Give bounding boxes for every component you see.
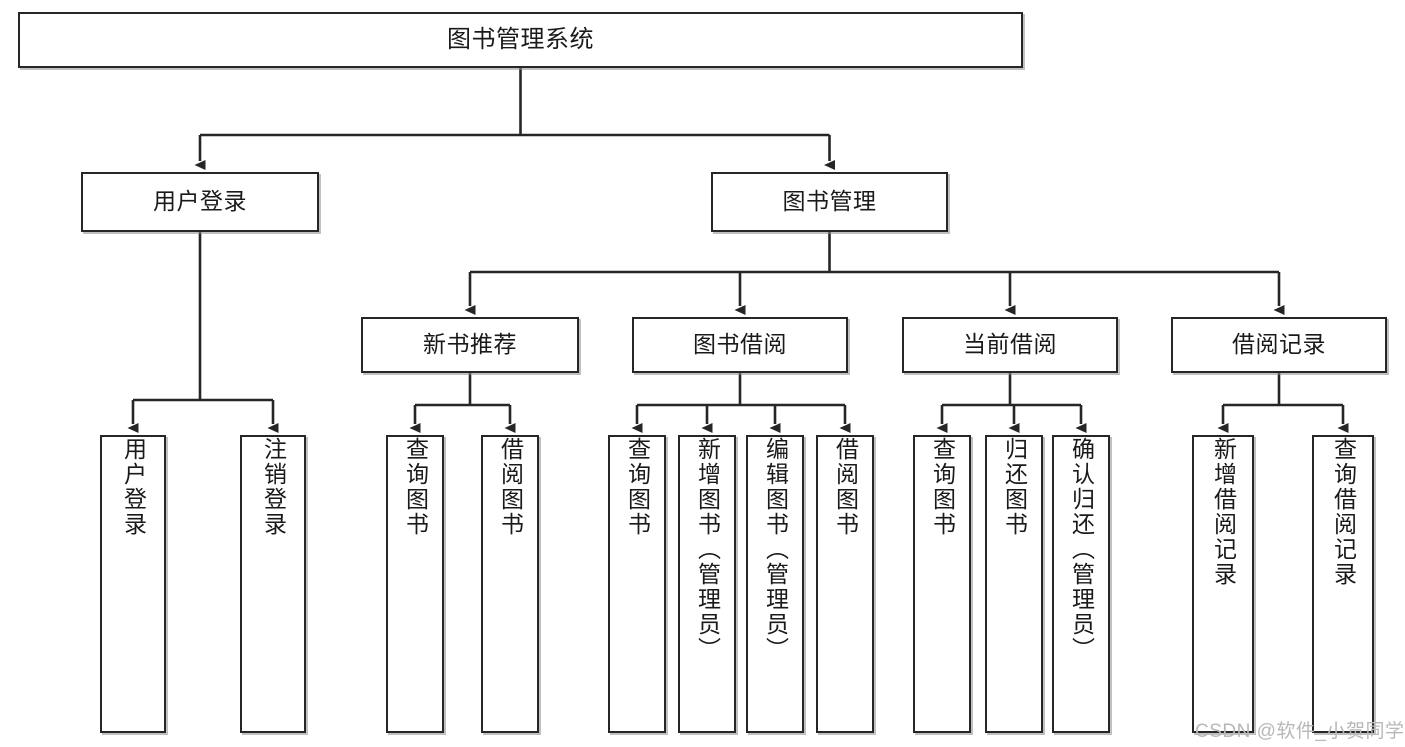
node-label-root: 图书管理系统 bbox=[447, 25, 594, 53]
node-leaf-add-book-admin[interactable]: 新增图书（管理员） bbox=[678, 435, 736, 733]
node-label-book-borrow: 图书借阅 bbox=[693, 331, 787, 358]
node-leaf-return-book[interactable]: 归还图书 bbox=[985, 435, 1043, 733]
node-label-leaf-query-book-current: 查询图书 bbox=[929, 437, 956, 537]
node-leaf-query-book-current[interactable]: 查询图书 bbox=[913, 435, 971, 733]
node-leaf-query-book-borrow[interactable]: 查询图书 bbox=[608, 435, 666, 733]
node-leaf-user-login[interactable]: 用户登录 bbox=[100, 435, 166, 733]
node-label-leaf-add-book-admin: 新增图书（管理员） bbox=[694, 437, 721, 662]
node-book-management[interactable]: 图书管理 bbox=[711, 172, 948, 232]
node-label-leaf-query-book-recommend: 查询图书 bbox=[402, 437, 429, 537]
node-book-borrow[interactable]: 图书借阅 bbox=[632, 317, 848, 373]
node-leaf-edit-book-admin[interactable]: 编辑图书（管理员） bbox=[746, 435, 804, 733]
node-borrow-records[interactable]: 借阅记录 bbox=[1171, 317, 1387, 373]
node-label-leaf-edit-book-admin: 编辑图书（管理员） bbox=[762, 437, 789, 662]
node-label-borrow-records: 借阅记录 bbox=[1232, 331, 1326, 358]
node-label-current-borrow: 当前借阅 bbox=[963, 331, 1057, 358]
node-current-borrow[interactable]: 当前借阅 bbox=[902, 317, 1118, 373]
node-leaf-confirm-return-admin[interactable]: 确认归还（管理员） bbox=[1052, 435, 1110, 733]
node-leaf-borrow-book-recommend[interactable]: 借阅图书 bbox=[481, 435, 539, 733]
node-root[interactable]: 图书管理系统 bbox=[18, 12, 1023, 68]
node-label-user-login: 用户登录 bbox=[153, 188, 247, 215]
node-leaf-add-borrow-record[interactable]: 新增借阅记录 bbox=[1192, 435, 1254, 733]
node-label-new-book-recommend: 新书推荐 bbox=[423, 331, 517, 358]
node-label-leaf-query-book-borrow: 查询图书 bbox=[624, 437, 651, 537]
node-new-book-recommend[interactable]: 新书推荐 bbox=[361, 317, 579, 373]
node-label-leaf-return-book: 归还图书 bbox=[1001, 437, 1028, 537]
node-leaf-query-borrow-record[interactable]: 查询借阅记录 bbox=[1312, 435, 1374, 733]
node-label-leaf-borrow-book-recommend: 借阅图书 bbox=[497, 437, 524, 537]
node-leaf-query-book-recommend[interactable]: 查询图书 bbox=[386, 435, 444, 733]
node-leaf-borrow-book[interactable]: 借阅图书 bbox=[816, 435, 874, 733]
node-leaf-user-logout[interactable]: 注销登录 bbox=[240, 435, 306, 733]
node-label-leaf-user-login: 用户登录 bbox=[120, 437, 147, 537]
node-label-leaf-user-logout: 注销登录 bbox=[260, 437, 287, 537]
node-user-login[interactable]: 用户登录 bbox=[81, 172, 319, 232]
node-label-leaf-add-borrow-record: 新增借阅记录 bbox=[1210, 437, 1237, 587]
node-label-leaf-borrow-book: 借阅图书 bbox=[832, 437, 859, 537]
node-label-book-management: 图书管理 bbox=[782, 188, 877, 215]
node-label-leaf-query-borrow-record: 查询借阅记录 bbox=[1330, 437, 1357, 587]
node-label-leaf-confirm-return-admin: 确认归还（管理员） bbox=[1068, 437, 1095, 662]
